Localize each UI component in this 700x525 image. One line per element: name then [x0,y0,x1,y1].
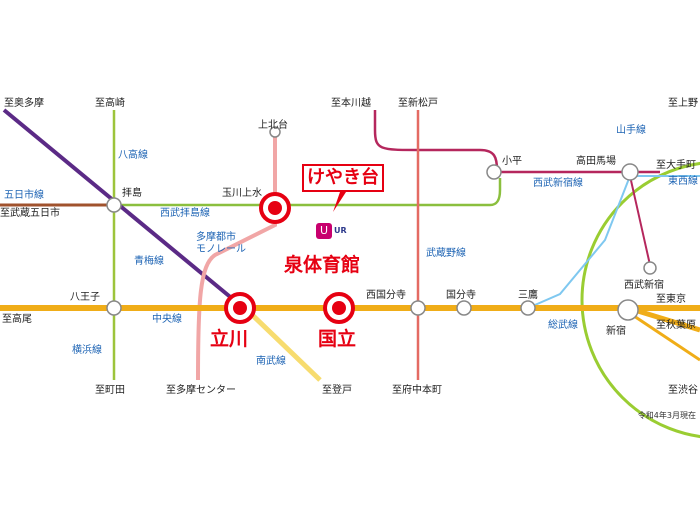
line-chuo: 中央線 [152,314,182,325]
line-ome: 青梅線 [134,256,164,267]
line-monorail: 多摩都市 モノレール [196,232,246,255]
ur-mark-icon: U [316,223,332,239]
sobu-line [527,175,700,309]
seibu-haijima-line [114,178,502,207]
dest-noborito: 至登戸 [322,385,352,396]
nambu-line [243,306,322,382]
line-itsukaichi: 五日市線 [4,190,44,201]
station-shinjuku: 新宿 [606,326,626,337]
kamikitadai-marker [269,126,281,138]
hachioji-marker [106,300,122,316]
station-haijima: 拝島 [122,188,142,199]
seibu-shinjuku-marker [643,261,657,275]
dest-fuchu-honmachi: 至府中本町 [392,385,442,396]
line-hachiko: 八高線 [118,150,148,161]
dest-okutama: 至奥多摩 [4,98,44,109]
kokubunji-marker [456,300,472,316]
ur-logo: U UR [316,223,354,239]
dest-takasaki: 至高崎 [95,98,125,109]
line-seibu-haijima: 西武拝島線 [160,208,210,219]
station-kokubunji: 国分寺 [446,290,476,301]
line-seibu-shinjuku: 西武新宿線 [533,178,583,189]
line-sobu: 総武線 [548,320,578,331]
dest-otemachi: 至大手町 [656,160,696,171]
ur-logo-text: UR [334,226,347,235]
station-tachikawa: 立川 [210,328,249,350]
station-hachioji: 八王子 [70,292,100,303]
line-yamanote: 山手線 [616,125,646,136]
shinjuku-marker [617,299,639,321]
dest-takao: 至高尾 [2,314,32,325]
dest-shibuya: 至渋谷 [668,385,698,396]
station-izumi: 泉体育館 [284,254,361,276]
ome-line [2,108,242,307]
station-takadanobaba: 高田馬場 [576,156,616,167]
takadanobaba-marker [621,163,639,181]
yamanote-line [580,161,700,439]
line-yokohama: 横浜線 [72,345,102,356]
station-tamagawajosui: 玉川上水 [222,188,262,199]
yamanote-shibuya-line [627,310,700,362]
station-seibu-shinjuku: 西武新宿 [624,280,664,291]
station-kunitachi: 国立 [318,328,357,350]
dest-kawagoe: 至本川越 [331,98,371,109]
mitaka-marker [520,300,536,316]
dest-machida: 至町田 [95,385,125,396]
station-nishikokubunji: 西国分寺 [366,290,406,301]
callout-pointer [333,192,346,212]
dest-kamikitadai: 上北台 [258,120,288,131]
monorail-line [196,135,277,381]
chuo-line-akihabara [627,305,700,333]
nishikokubunji-marker [410,300,426,316]
seibu-shinjuku-branch [629,175,651,266]
dest-akihabara: 至秋葉原 [656,320,696,331]
dest-ueno: 至上野 [668,98,698,109]
dest-tokyo: 至東京 [656,294,686,305]
dest-shinmatsudo: 至新松戸 [398,98,438,109]
update-note: 令和4年3月現在 [637,411,696,420]
dest-tama-center: 至多摩センター [166,385,236,396]
musashino-line-upper [373,110,499,171]
keyakidai-callout: けやき台 [302,164,384,192]
kodaira-marker [486,164,502,180]
haijima-marker [106,197,122,213]
station-mitaka: 三鷹 [518,290,538,301]
dest-itsukaichi: 至武蔵五日市 [0,208,60,219]
line-musashino: 武蔵野線 [426,248,466,259]
station-kodaira: 小平 [502,156,522,167]
line-nambu: 南武線 [256,356,286,367]
line-tozai: 東西線 [668,176,698,187]
